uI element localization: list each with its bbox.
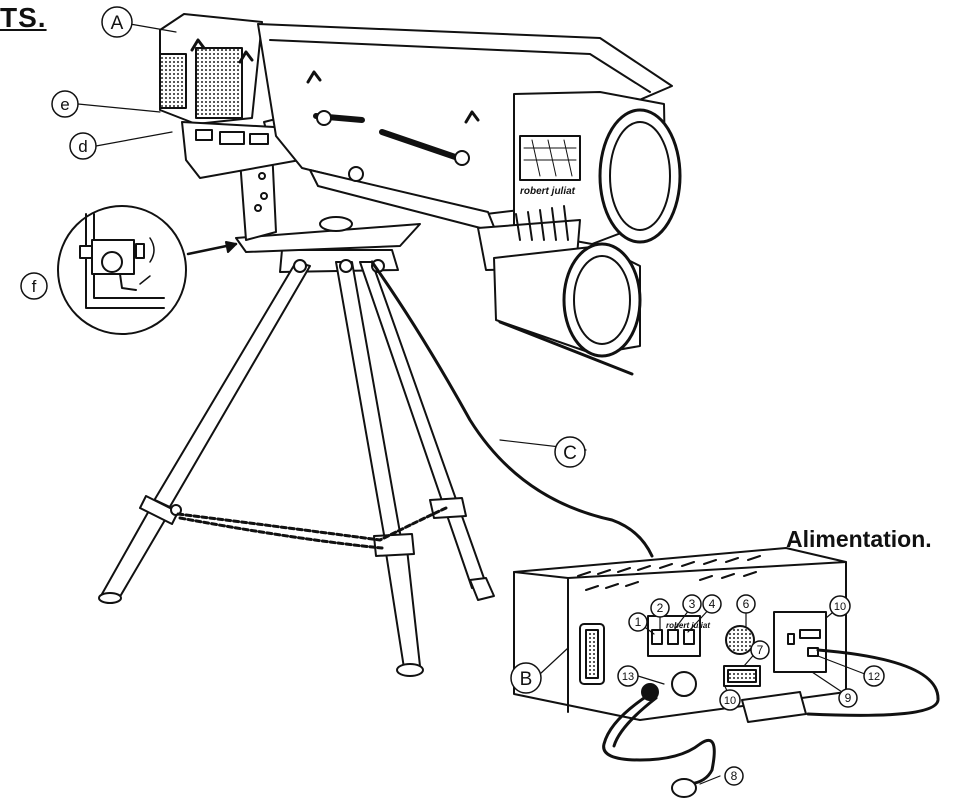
callout-7: 7 [750, 640, 770, 660]
detail-magnifier [57, 205, 238, 335]
svg-text:4: 4 [709, 597, 716, 611]
yoke-knob [319, 216, 353, 232]
callout-4: 4 [702, 594, 722, 614]
callout-B: B [510, 662, 542, 694]
svg-text:1: 1 [635, 615, 642, 629]
svg-text:8: 8 [731, 769, 738, 783]
color-changer-plate [519, 135, 581, 181]
callout-10-panel: 10 [829, 595, 851, 617]
callout-3: 3 [682, 594, 702, 614]
callouts: A e d f C B 1 [20, 6, 885, 786]
tripod [98, 249, 495, 677]
iris-ring [562, 242, 642, 358]
mains-plug [671, 778, 697, 798]
svg-text:C: C [563, 443, 577, 464]
svg-text:12: 12 [868, 671, 880, 683]
callout-A: A [101, 6, 133, 38]
svg-text:9: 9 [845, 691, 852, 705]
callout-6: 6 [736, 594, 756, 614]
svg-text:2: 2 [657, 601, 664, 615]
svg-text:3: 3 [689, 597, 696, 611]
callout-9: 9 [838, 688, 858, 708]
cable-c [370, 260, 654, 558]
svg-text:d: d [78, 137, 87, 156]
svg-text:13: 13 [622, 671, 634, 683]
svg-text:B: B [520, 669, 533, 690]
callout-1: 1 [628, 612, 648, 632]
svg-text:7: 7 [757, 643, 764, 657]
rear-vent-grille [195, 47, 243, 119]
power-supply: robert juliat [513, 547, 847, 723]
tripod-leg-front [335, 261, 403, 547]
mains-cable [602, 692, 716, 786]
panel-brand-label: robert juliat [666, 621, 710, 630]
callout-8: 8 [724, 766, 744, 786]
followspot-body: robert juliat [159, 13, 682, 376]
callout-10-connector: 10 [719, 689, 741, 711]
power-switch-knob [671, 671, 697, 697]
callout-d: d [69, 132, 97, 160]
power-supply-heading: Alimentation. [786, 526, 932, 552]
svg-text:6: 6 [743, 597, 750, 611]
tripod-chain [176, 506, 448, 542]
svg-text:10: 10 [834, 601, 846, 613]
svg-text:f: f [32, 277, 37, 296]
cooling-fan [725, 625, 755, 655]
callout-12: 12 [863, 665, 885, 687]
callout-C: C [554, 436, 586, 468]
callout-2: 2 [650, 598, 670, 618]
front-lens [598, 108, 682, 244]
cable-out [806, 648, 940, 717]
svg-text:10: 10 [724, 695, 736, 707]
page-title-fragment: TS. [0, 2, 47, 33]
svg-text:A: A [111, 13, 124, 34]
callout-13: 13 [617, 665, 639, 687]
callout-e: e [51, 90, 79, 118]
svg-text:e: e [60, 95, 69, 114]
callout-f: f [20, 272, 48, 300]
spot-brand-label: robert juliat [520, 186, 576, 197]
